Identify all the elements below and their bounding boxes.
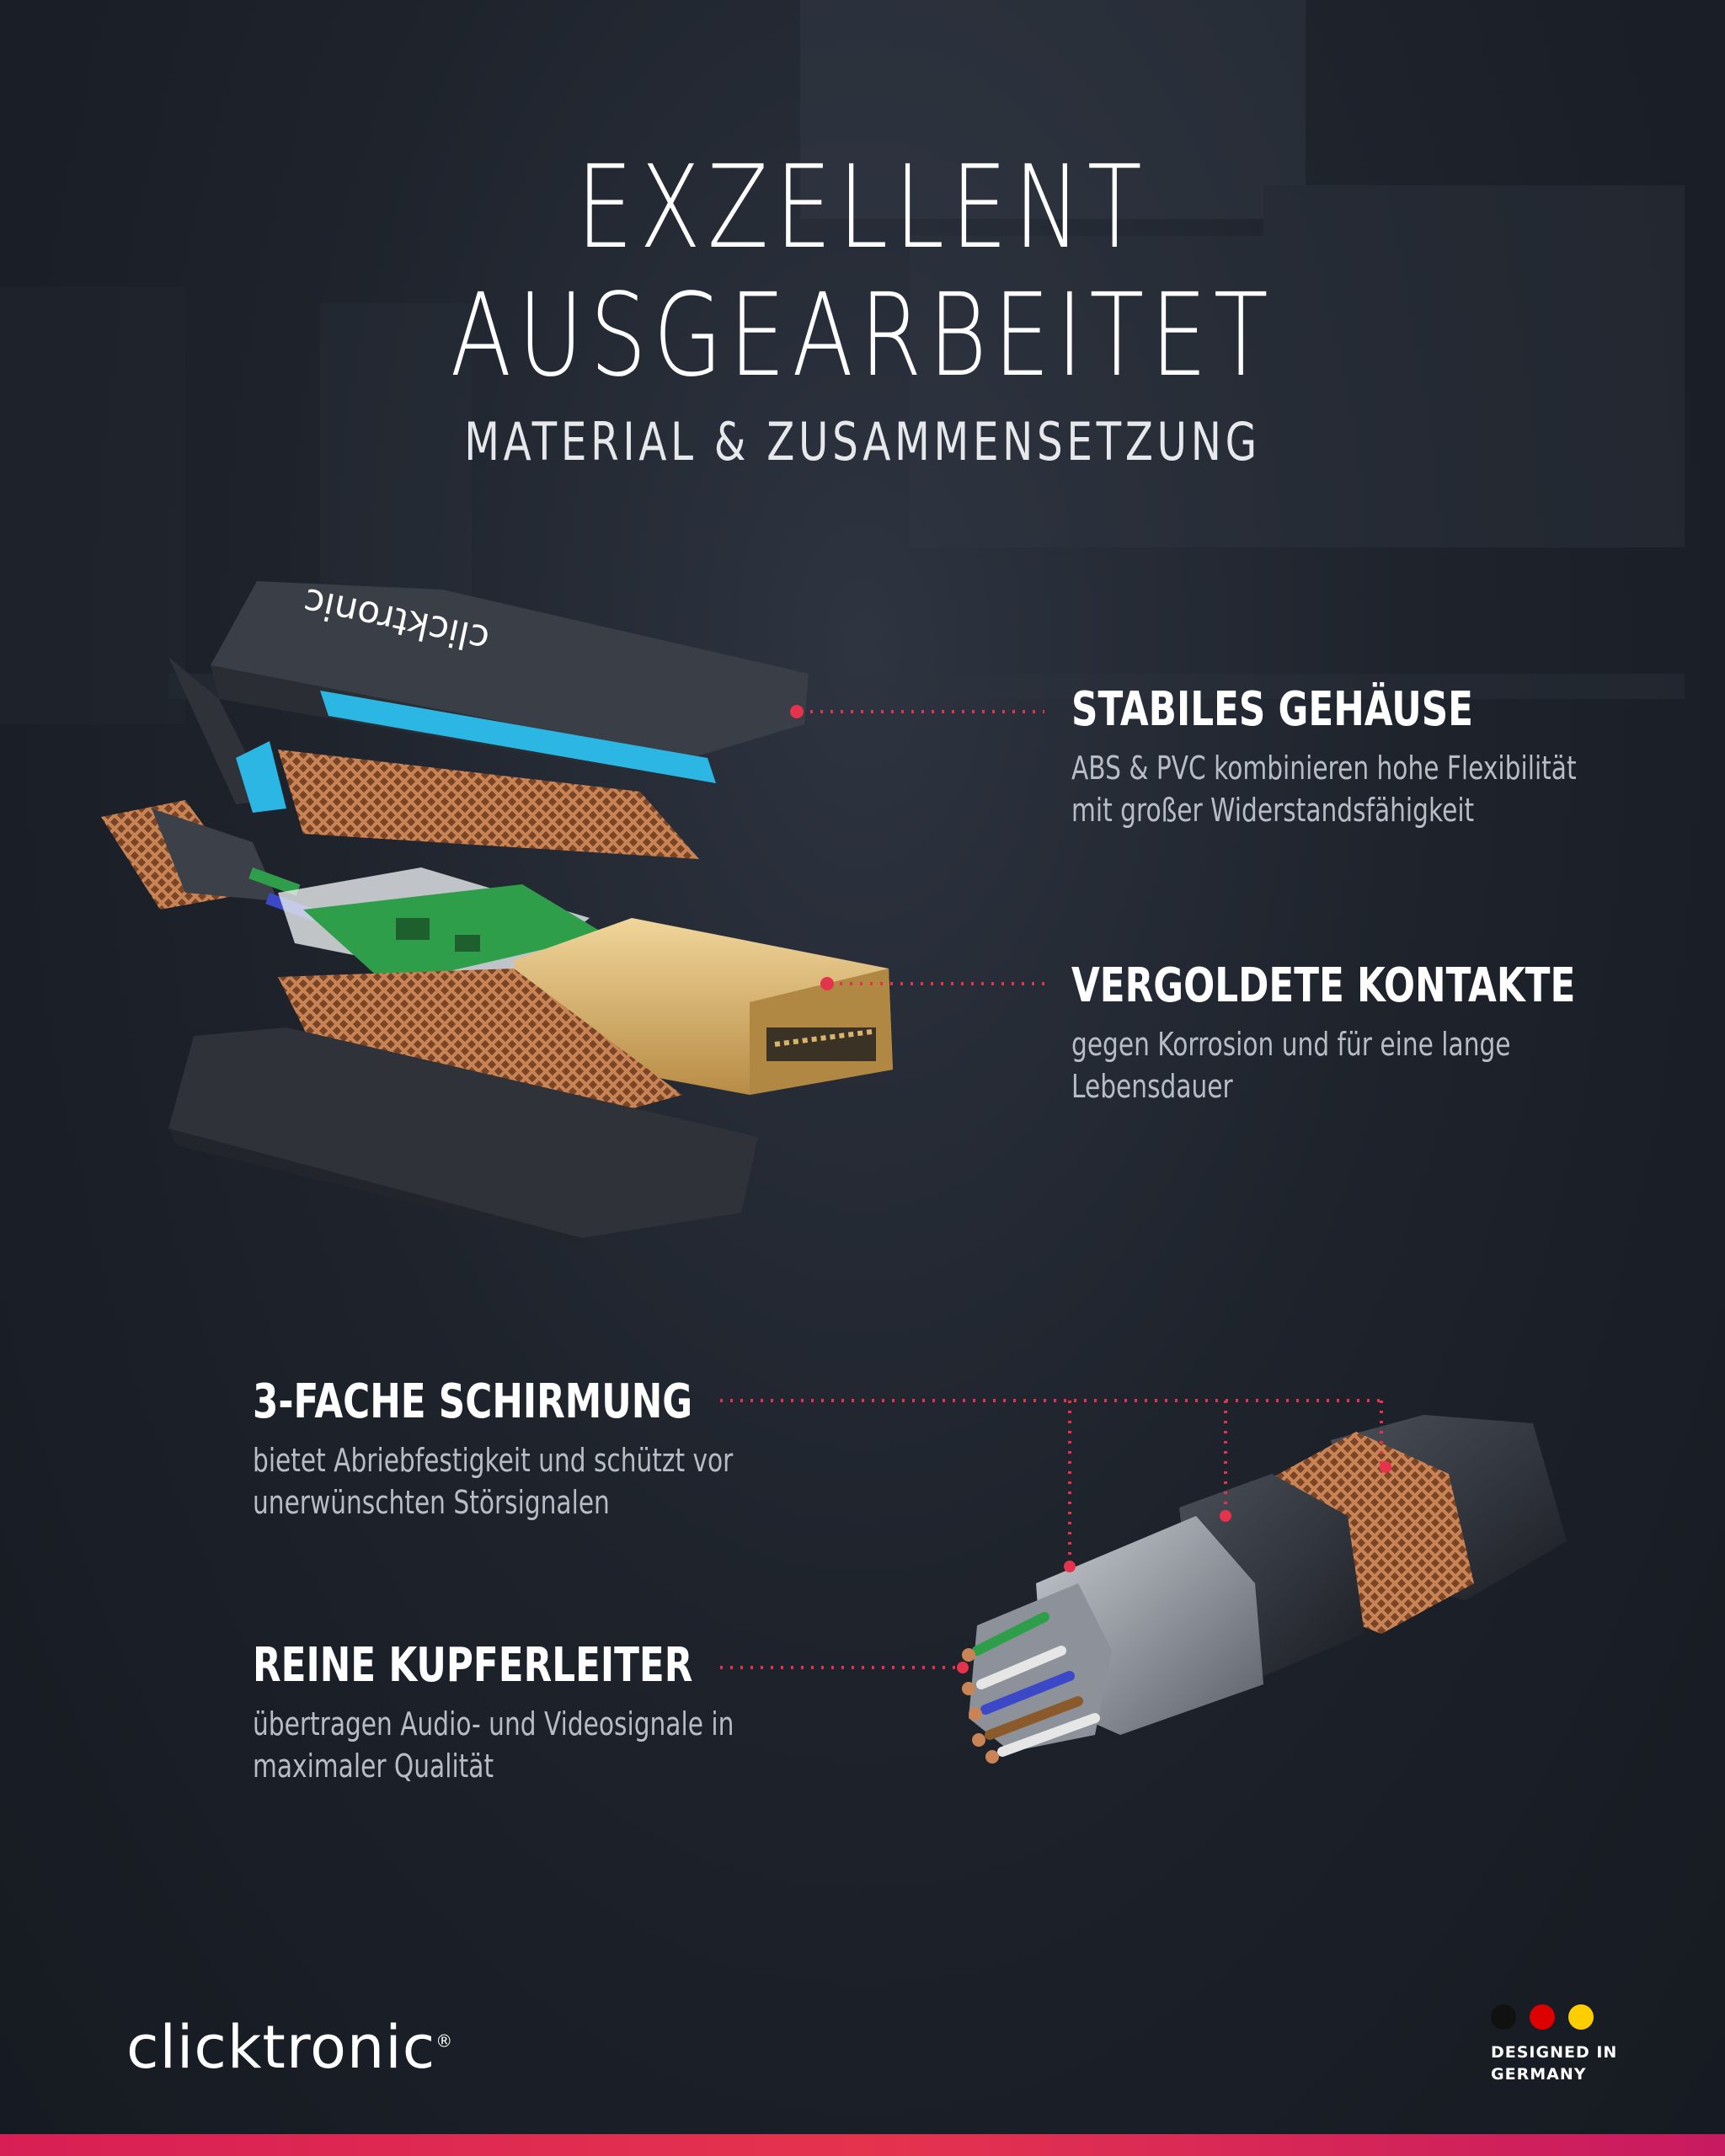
feature-description: ABS & PVC kombinieren hohe Flexibilität … <box>1071 747 1577 831</box>
braid-shield-top <box>278 750 699 859</box>
feature-description: übertragen Audio- und Videosignale in ma… <box>253 1703 734 1787</box>
badge-line: GERMANY <box>1491 2065 1587 2084</box>
accent-bottom-bar <box>0 2134 1725 2156</box>
feature-desc-line: gegen Korrosion und für eine lange <box>1071 1026 1511 1063</box>
feature-stable-housing: STABILES GEHÄUSE ABS & PVC kombinieren h… <box>1071 682 1661 831</box>
feature-desc-line: Lebensdauer <box>1071 1068 1233 1105</box>
feature-desc-line: bietet Abriebfestigkeit und schützt vor <box>253 1442 734 1479</box>
cable-cross-section <box>962 1415 1567 1764</box>
designed-in-germany-badge: DESIGNED IN GERMANY <box>1491 2004 1626 2085</box>
brand-logo-text: clicktronic <box>126 2013 436 2082</box>
flag-dot-black <box>1491 2004 1516 2030</box>
feature-title: 3-FACHE SCHIRMUNG <box>253 1374 693 1429</box>
flag-dot-red <box>1530 2004 1555 2030</box>
feature-title: REINE KUPFERLEITER <box>253 1638 693 1693</box>
headline-subtitle: MATERIAL & ZUSAMMENSETZUNG <box>464 411 1261 472</box>
registered-mark: ® <box>435 2031 454 2052</box>
background-room-scene <box>0 0 1685 724</box>
headline-line2: AUSGEARBEITET <box>450 270 1275 403</box>
feature-triple-shielding: 3-FACHE SCHIRMUNG bietet Abriebfestigkei… <box>253 1374 842 1524</box>
pcb-board <box>278 867 606 985</box>
feature-desc-line: übertragen Audio- und Videosignale in <box>253 1705 734 1742</box>
badge-text: DESIGNED IN GERMANY <box>1491 2041 1626 2085</box>
feature-desc-line: maximaler Qualität <box>253 1748 494 1785</box>
feature-title: VERGOLDETE KONTAKTE <box>1071 958 1576 1013</box>
badge-line: DESIGNED IN <box>1491 2043 1618 2062</box>
feature-gold-contacts: VERGOLDETE KONTAKTE gegen Korrosion und … <box>1071 958 1661 1107</box>
housing-top-shell: clicktronic <box>168 579 809 813</box>
german-flag-dots <box>1491 2004 1626 2030</box>
feature-copper-conductors: REINE KUPFERLEITER übertragen Audio- und… <box>253 1638 842 1787</box>
feature-desc-line: unerwünschten Störsignalen <box>253 1484 610 1521</box>
feature-description: gegen Korrosion und für eine lange Leben… <box>1071 1023 1531 1107</box>
flag-dot-gold <box>1568 2004 1594 2030</box>
callout-lines <box>720 710 1383 1669</box>
brand-logo: clicktronic® <box>126 2013 453 2082</box>
feature-desc-line: mit großer Widerstandsfähigkeit <box>1071 792 1475 829</box>
braid-shield-bottom <box>278 969 682 1120</box>
feature-title: STABILES GEHÄUSE <box>1071 682 1474 737</box>
feature-desc-line: ABS & PVC kombinieren hohe Flexibilität <box>1071 750 1577 787</box>
feature-description: bietet Abriebfestigkeit und schützt vor … <box>253 1439 734 1524</box>
callout-dots <box>790 705 1391 1673</box>
headline-line1: EXZELLENT <box>576 141 1149 275</box>
housing-bottom-shell <box>168 1027 758 1246</box>
